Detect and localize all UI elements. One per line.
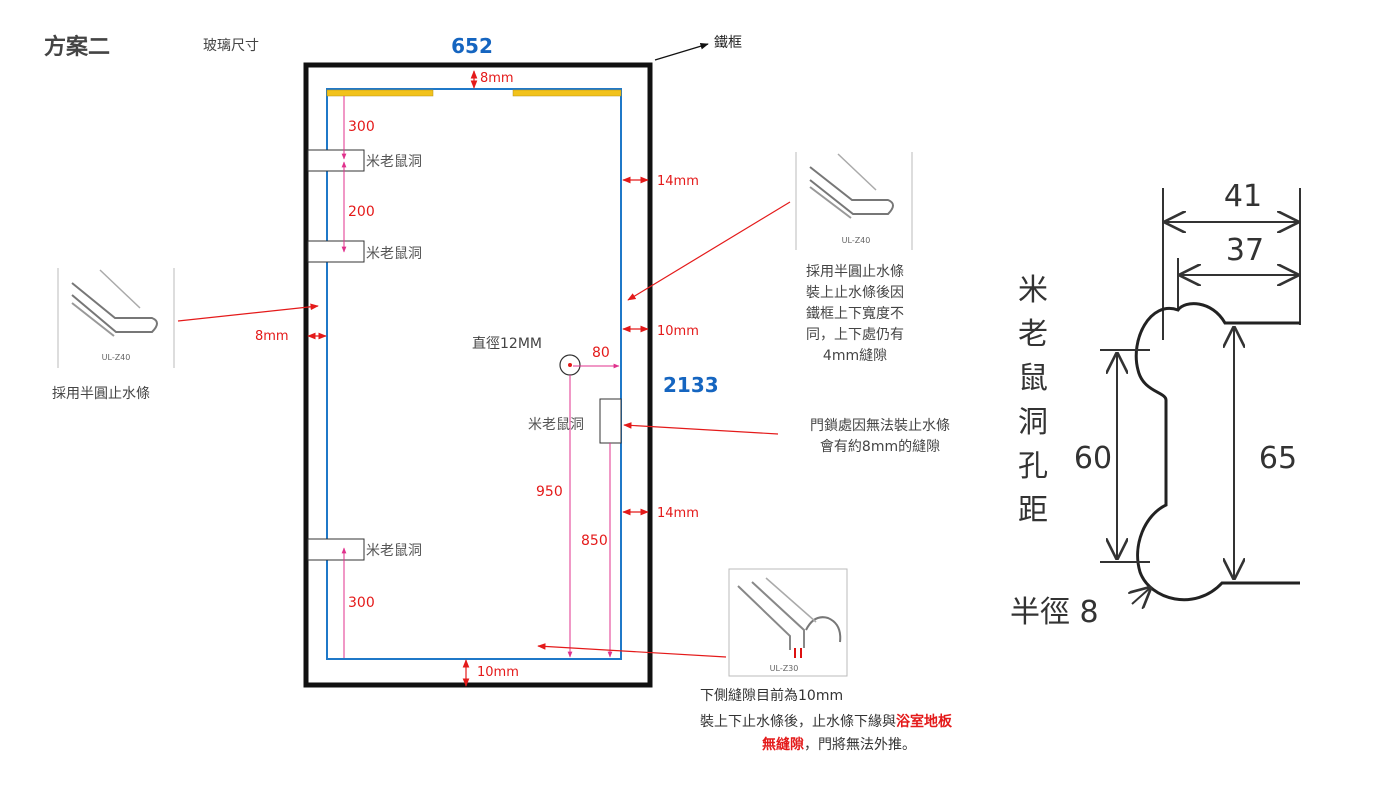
left-gap-label: 8mm [255,329,289,344]
glass-width-value: 652 [451,34,493,58]
lock-note-line-1: 門鎖處因無法裝止水條 [810,418,950,434]
right-gap-bottom-label: 14mm [657,506,699,521]
bottom-note-line-2: 裝上下止水條後，止水條下緣與浴室地板 [700,713,953,730]
lock-note-arrow [623,422,779,435]
mouse-hole-lock [599,398,622,444]
profile-vertical-label: 米 老 鼠 洞 孔 距 [1018,273,1048,528]
mouse-hole-2 [307,240,365,263]
left-product-arrow [177,303,319,322]
right-note-line-1: 採用半圓止水條 [806,264,904,280]
frame-label: 鐵框 [714,34,742,51]
dim-65-label: 65 [1259,441,1297,476]
mouse-hole-3 [307,538,365,561]
top-strip-left [326,89,434,97]
profile-label-char-2: 老 [1018,317,1048,352]
bottom-note-line-3-suffix: ，門將無法外推。 [804,737,916,753]
lock-950-dim-label: 950 [536,484,563,500]
mouse-hole-1 [307,149,365,172]
right-note-line-4: 同，上下處仍有 [806,327,904,343]
right-note-line-2: 裝上止水條後因 [806,285,904,301]
glass-size-label: 玻璃尺寸 [203,37,259,54]
profile-drawing: 米 老 鼠 洞 孔 距 41 37 60 65 半徑 8 [1010,179,1301,630]
radius-arrow [1132,588,1150,604]
mouse-hole-lock-label: 米老鼠洞 [528,417,584,433]
dim-60-label: 60 [1074,441,1112,476]
glass-height-value: 2133 [663,373,719,397]
mouse-hole-2-label: 米老鼠洞 [366,246,422,262]
lock-offset-dim-label: 80 [592,345,610,361]
bottom-note-line-1: 下側縫隙目前為10mm [700,687,843,704]
mouse-hole-1-label: 米老鼠洞 [366,154,422,170]
right-product-note: 採用半圓止水條 裝上止水條後因 鐵框上下寬度不 同，上下處仍有 4mm縫隙 [806,264,904,364]
dim-37-label: 37 [1226,233,1264,268]
bottom-product-thumbnail: UL-Z30 [728,568,848,677]
lock-hole-center [568,363,572,367]
profile-label-char-3: 鼠 [1018,361,1048,396]
bottom-note-line-3: 無縫隙，門將無法外推。 [762,736,916,753]
hole1-top-dim-label: 300 [348,119,375,135]
iron-frame [303,62,653,688]
right-upper-product-caption: UL-Z40 [842,236,871,245]
left-product-caption: UL-Z40 [102,353,131,362]
right-note-line-3: 鐵框上下寬度不 [806,305,904,322]
bottom-note-line-3-highlight: 無縫隙 [762,736,804,753]
top-gap-label: 8mm [480,71,514,86]
bottom-note-line-2-prefix: 裝上下止水條後，止水條下緣與 [700,714,896,730]
glass-panel [326,88,622,660]
top-strip-right [512,89,622,97]
profile-label-char-4: 洞 [1018,405,1048,440]
left-product-thumbnail: UL-Z40 [57,268,175,368]
dim-41-label: 41 [1224,179,1262,214]
lock-note-line-2: 會有約8mm的縫隙 [820,439,940,455]
left-product-note: 採用半圓止水條 [52,386,150,402]
right-gap-mid-label: 10mm [657,324,699,339]
bottom-product-arrow [537,643,727,658]
mouse-hole-3-label: 米老鼠洞 [366,543,422,559]
profile-label-char-1: 米 [1018,273,1048,308]
profile-label-char-6: 距 [1018,493,1048,528]
bottom-gap-label: 10mm [477,665,519,680]
bottom-note-line-2-highlight: 浴室地板 [896,713,953,730]
plan-title: 方案二 [44,34,110,60]
hole-spacing-dim-label: 200 [348,204,375,220]
right-product-arrow [627,201,791,301]
right-gap-top-label: 14mm [657,174,699,189]
right-upper-product-thumbnail: UL-Z40 [795,152,913,250]
lock-850-dim-label: 850 [581,533,608,549]
profile-label-char-5: 孔 [1018,449,1048,484]
radius-label: 半徑 8 [1010,595,1099,630]
bottom-product-caption: UL-Z30 [770,664,799,673]
lock-hole-diameter-label: 直徑12MM [472,335,542,352]
right-note-line-5: 4mm縫隙 [823,348,887,364]
hole3-bottom-dim-label: 300 [348,595,375,611]
frame-pointer-arrow [654,42,709,61]
